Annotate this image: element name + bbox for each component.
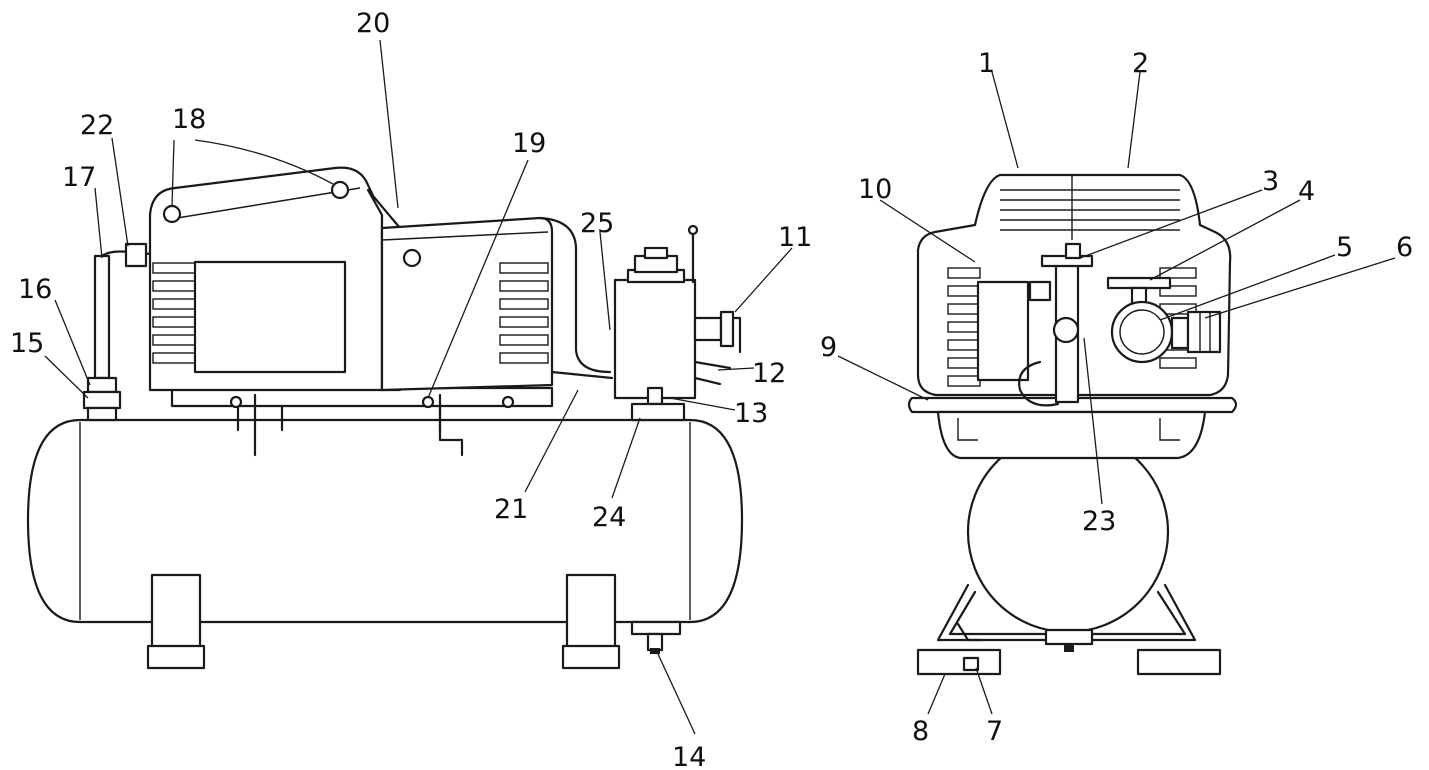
front-foot-right [1136, 648, 1222, 676]
side-view [26, 166, 744, 670]
callout-10: 10 [858, 174, 892, 205]
callout-16: 16 [18, 274, 52, 305]
callout-2: 2 [1132, 48, 1149, 79]
front-view [907, 173, 1238, 676]
callout-18: 18 [172, 104, 206, 135]
leader-lines [44, 39, 1396, 735]
callout-1: 1 [978, 48, 995, 79]
front-tank [966, 430, 1170, 634]
callout-23: 23 [1082, 506, 1116, 537]
callout-19: 19 [512, 128, 546, 159]
callout-17: 17 [62, 162, 96, 193]
callout-3: 3 [1262, 166, 1279, 197]
callout-14: 14 [672, 742, 706, 770]
callout-5: 5 [1336, 232, 1353, 263]
front-top-grille [1000, 176, 1180, 240]
callout-8: 8 [912, 716, 929, 747]
side-foot-right [565, 573, 617, 649]
callout-22: 22 [80, 110, 114, 141]
side-manifold [613, 278, 697, 400]
callout-25: 25 [580, 208, 614, 239]
callout-24: 24 [592, 502, 626, 533]
callout-11: 11 [778, 222, 812, 253]
callout-labels: 1 2 3 4 5 6 7 8 9 10 11 12 13 14 15 16 1… [10, 8, 1413, 770]
side-tank [26, 418, 744, 624]
callout-9: 9 [820, 332, 837, 363]
callout-12: 12 [752, 358, 786, 389]
callout-6: 6 [1396, 232, 1413, 263]
callout-7: 7 [986, 716, 1003, 747]
callout-13: 13 [734, 398, 768, 429]
callout-15: 15 [10, 328, 44, 359]
front-gauge [1110, 300, 1174, 364]
front-foot-left [916, 648, 1002, 676]
callout-20: 20 [356, 8, 390, 39]
side-fins-right [499, 262, 549, 364]
callout-4: 4 [1298, 176, 1315, 207]
side-foot-left [150, 573, 202, 649]
side-fins-left [152, 262, 196, 364]
callout-21: 21 [494, 494, 528, 525]
side-foot-right-pad [561, 644, 621, 670]
side-foot-left-pad [146, 644, 206, 670]
